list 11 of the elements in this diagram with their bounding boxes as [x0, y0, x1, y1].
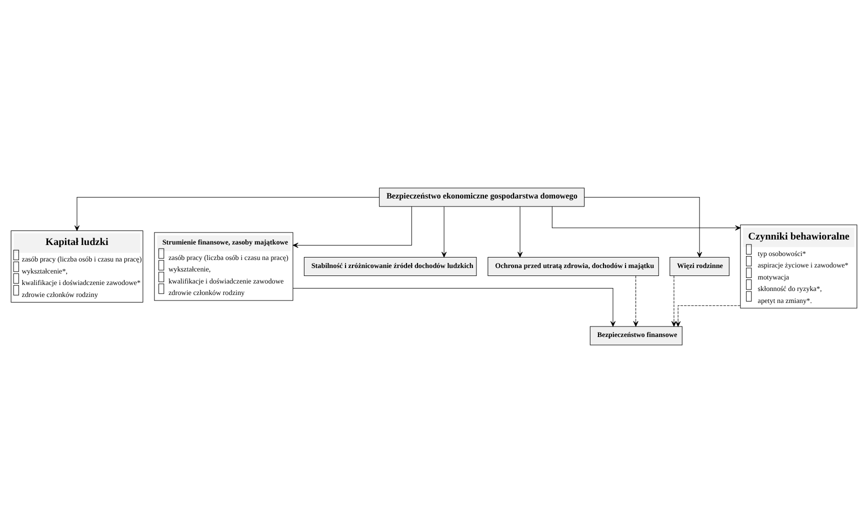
arrow — [584, 196, 702, 257]
arrow — [552, 206, 741, 230]
arrow — [292, 287, 616, 326]
arrow — [517, 206, 523, 257]
node-box: Bezpieczeństwo ekonomiczne gospodarstwa domowego — [379, 187, 585, 206]
arrow — [442, 206, 447, 257]
arrow — [292, 206, 412, 248]
arrow — [676, 304, 741, 326]
arrow — [633, 275, 638, 326]
arrow — [671, 275, 677, 326]
arrow — [74, 196, 380, 230]
